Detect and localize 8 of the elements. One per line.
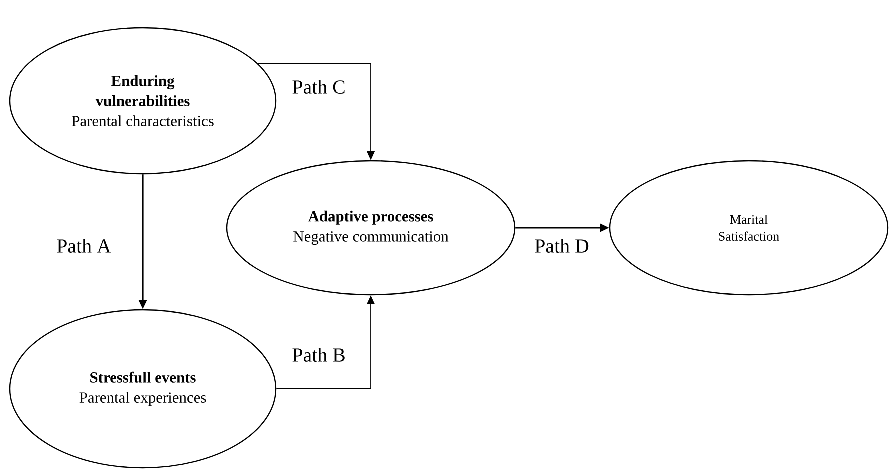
- edge-label: Path D: [534, 238, 590, 254]
- edge-label: Path B: [291, 346, 347, 363]
- edge-label: Path C: [291, 78, 347, 95]
- ellipse-node: Enduring vulnerabilities Parental characteristics: [9, 27, 277, 175]
- ellipse-node: Adaptive processes Negative communication: [226, 160, 516, 296]
- ellipse-node: Marital Satisfaction: [609, 160, 889, 296]
- edge-label: Path A: [56, 238, 112, 254]
- ellipse-node: Stressfull events Parental experiences: [9, 309, 277, 469]
